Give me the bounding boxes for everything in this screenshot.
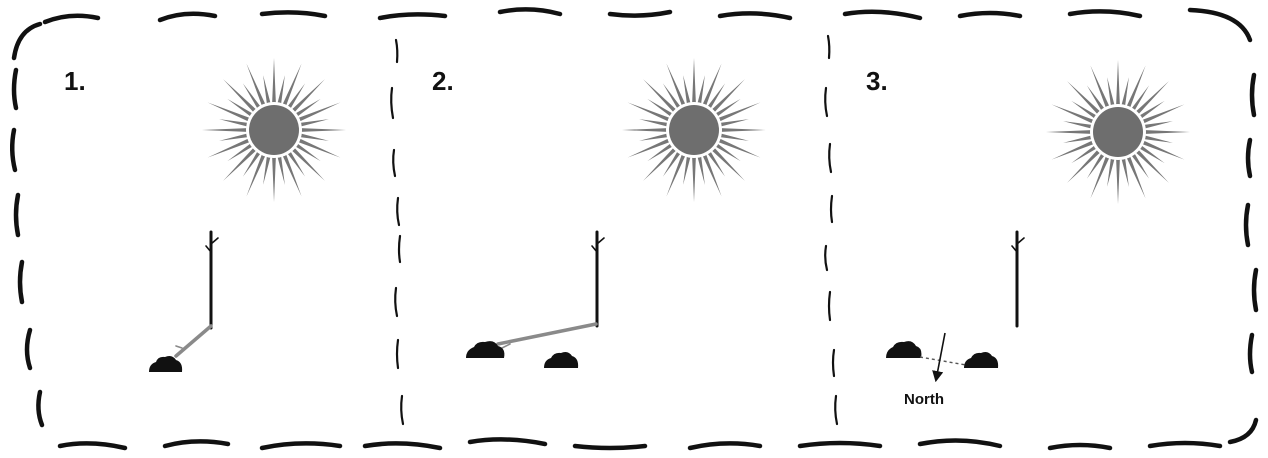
sun-ray (643, 79, 678, 114)
sun-ray (1116, 156, 1120, 204)
sun-ray (223, 79, 258, 114)
sun-ray (692, 154, 696, 202)
shadow-twig (176, 346, 182, 348)
sun-ray (622, 128, 670, 132)
stone-icon (149, 356, 182, 372)
panel-1: 1. (64, 58, 346, 372)
east-west-line (920, 357, 966, 365)
stick-shadow (176, 326, 211, 356)
sun-ray (1142, 130, 1190, 134)
sun-ray (1134, 81, 1169, 116)
panel-number: 3. (866, 66, 888, 96)
sun-disc (669, 105, 719, 155)
sun-disc (1093, 107, 1143, 157)
sun-ray (290, 79, 325, 114)
stick-shadow (498, 324, 596, 344)
sun-icon (202, 58, 346, 202)
stone-icon (886, 341, 921, 358)
panel-number: 2. (432, 66, 454, 96)
north-label: North (904, 391, 944, 408)
panel-number: 1. (64, 66, 86, 96)
outer-frame (12, 9, 1256, 448)
panel-2: 2. (432, 58, 766, 368)
sun-icon (622, 58, 766, 202)
sun-ray (298, 128, 346, 132)
sun-ray (643, 146, 678, 181)
sun-ray (1067, 81, 1102, 116)
panel-3: 3. North (866, 60, 1190, 408)
sun-disc (249, 105, 299, 155)
stone-icon (544, 352, 578, 368)
sun-ray (1067, 148, 1102, 183)
sun-ray (710, 146, 745, 181)
sun-ray (223, 146, 258, 181)
sun-ray (1134, 148, 1169, 183)
sun-ray (272, 58, 276, 106)
sun-icon (1046, 60, 1190, 204)
sun-ray (290, 146, 325, 181)
panel-divider-2 (825, 36, 837, 424)
sun-ray (202, 128, 250, 132)
sun-ray (1046, 130, 1094, 134)
stick-icon (1012, 232, 1024, 326)
sun-ray (272, 154, 276, 202)
sun-ray (718, 128, 766, 132)
stick-icon (206, 232, 218, 328)
stick-icon (592, 232, 604, 326)
panel-divider-1 (391, 40, 403, 424)
sun-ray (692, 58, 696, 106)
stone-icon (964, 352, 998, 368)
sun-ray (1116, 60, 1120, 108)
arrow-icon (936, 333, 945, 380)
sun-ray (710, 79, 745, 114)
